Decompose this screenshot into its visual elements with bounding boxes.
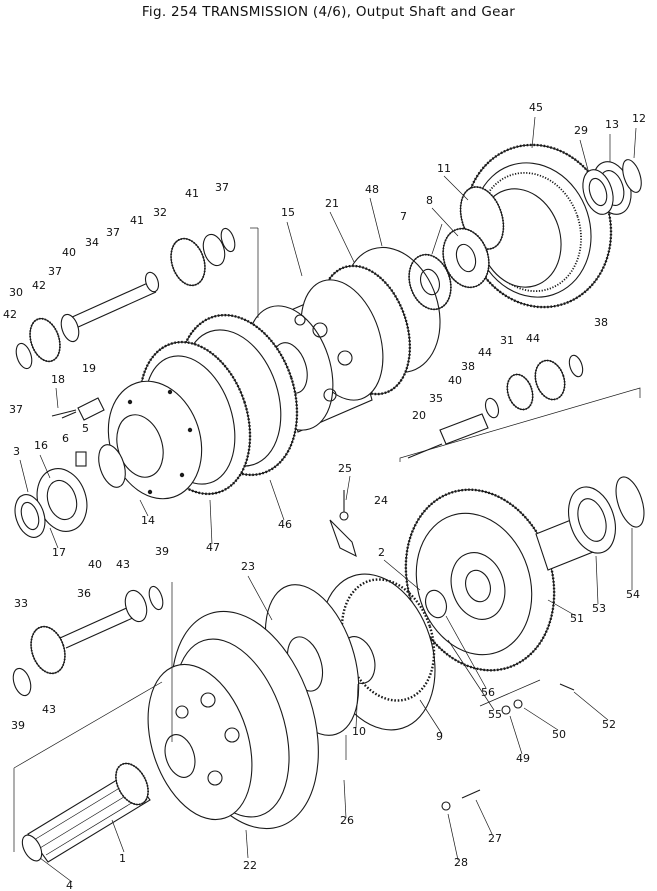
callout-11: 11 [437, 162, 451, 175]
callout-24: 24 [374, 494, 388, 507]
callout-47: 47 [206, 541, 220, 554]
callout-10: 10 [352, 725, 366, 738]
callout-23: 23 [241, 560, 255, 573]
callout-16: 16 [34, 439, 48, 452]
callout-33: 33 [14, 597, 28, 610]
callout-20: 20 [412, 409, 426, 422]
callout-3: 3 [13, 445, 20, 458]
callout-30: 30 [9, 286, 23, 299]
callout-43a: 43 [116, 558, 130, 571]
callout-38b: 38 [461, 360, 475, 373]
callout-53: 53 [592, 602, 606, 615]
callout-26: 26 [340, 814, 354, 827]
leader-lines [19, 116, 637, 883]
callout-48: 48 [365, 183, 379, 196]
callout-46: 46 [278, 518, 292, 531]
callout-4: 4 [66, 879, 73, 891]
callout-41b: 41 [130, 214, 144, 227]
fasteners [61, 411, 575, 811]
shaft-assembly-lower-left [12, 585, 164, 697]
callout-31: 31 [500, 334, 514, 347]
reference-lines [13, 227, 641, 852]
callout-15: 15 [281, 206, 295, 219]
callout-44b: 44 [526, 332, 540, 345]
callout-34: 34 [85, 236, 99, 249]
callout-1: 1 [119, 852, 126, 865]
callout-6: 6 [62, 432, 69, 445]
callout-41a: 41 [185, 187, 199, 200]
callout-22: 22 [243, 859, 257, 872]
callout-49: 49 [516, 752, 530, 765]
output-gear-51 [404, 476, 645, 672]
torque-housing-22 [147, 610, 319, 830]
figure-title: Fig. 254 TRANSMISSION (4/6), Output Shaf… [141, 4, 516, 20]
callout-35: 35 [429, 392, 443, 405]
housing-14 [107, 380, 203, 500]
callout-9: 9 [436, 730, 443, 743]
callout-37b: 37 [106, 226, 120, 239]
callout-40b: 40 [448, 374, 462, 387]
callout-56: 56 [481, 686, 495, 699]
callout-21: 21 [325, 197, 339, 210]
callout-43b: 43 [42, 703, 56, 716]
callout-39a: 39 [11, 719, 25, 732]
callout-40c: 40 [88, 558, 102, 571]
callout-2: 2 [378, 546, 385, 559]
callout-36: 36 [77, 587, 91, 600]
callout-13: 13 [605, 118, 619, 131]
callout-54: 54 [626, 588, 640, 601]
callout-27: 27 [488, 832, 502, 845]
callout-25: 25 [338, 462, 352, 475]
bearing-13-29 [582, 159, 642, 215]
callout-52: 52 [602, 718, 616, 731]
callout-19: 19 [82, 362, 96, 375]
callout-5: 5 [82, 422, 89, 435]
callout-7: 7 [400, 210, 407, 223]
callout-55: 55 [488, 708, 502, 721]
main-shaft-1 [21, 762, 151, 863]
callout-18: 18 [51, 373, 65, 386]
callout-29: 29 [574, 124, 588, 137]
callout-42a: 42 [32, 279, 46, 292]
callout-40a: 40 [62, 246, 76, 259]
callout-14: 14 [141, 514, 155, 527]
callout-labels: 1 2 3 4 5 6 7 8 9 10 11 12 13 14 15 16 1… [3, 101, 646, 891]
callout-45: 45 [529, 101, 543, 114]
callout-38a: 38 [594, 316, 608, 329]
bearing-seal-3-16-5-6 [14, 397, 126, 538]
callout-17: 17 [52, 546, 66, 559]
callout-8: 8 [426, 194, 433, 207]
callout-50: 50 [552, 728, 566, 741]
callout-12: 12 [632, 112, 646, 125]
callout-37c: 37 [48, 265, 62, 278]
callout-42b: 42 [3, 308, 17, 321]
callout-37d: 37 [9, 403, 23, 416]
callout-44a: 44 [478, 346, 492, 359]
callout-37a: 37 [215, 181, 229, 194]
callout-39b: 39 [155, 545, 169, 558]
shaft-assembly-upper-left [15, 227, 236, 370]
callout-51: 51 [570, 612, 584, 625]
callout-32: 32 [153, 206, 167, 219]
callout-28: 28 [454, 856, 468, 869]
shaft-assembly-right [407, 354, 584, 459]
